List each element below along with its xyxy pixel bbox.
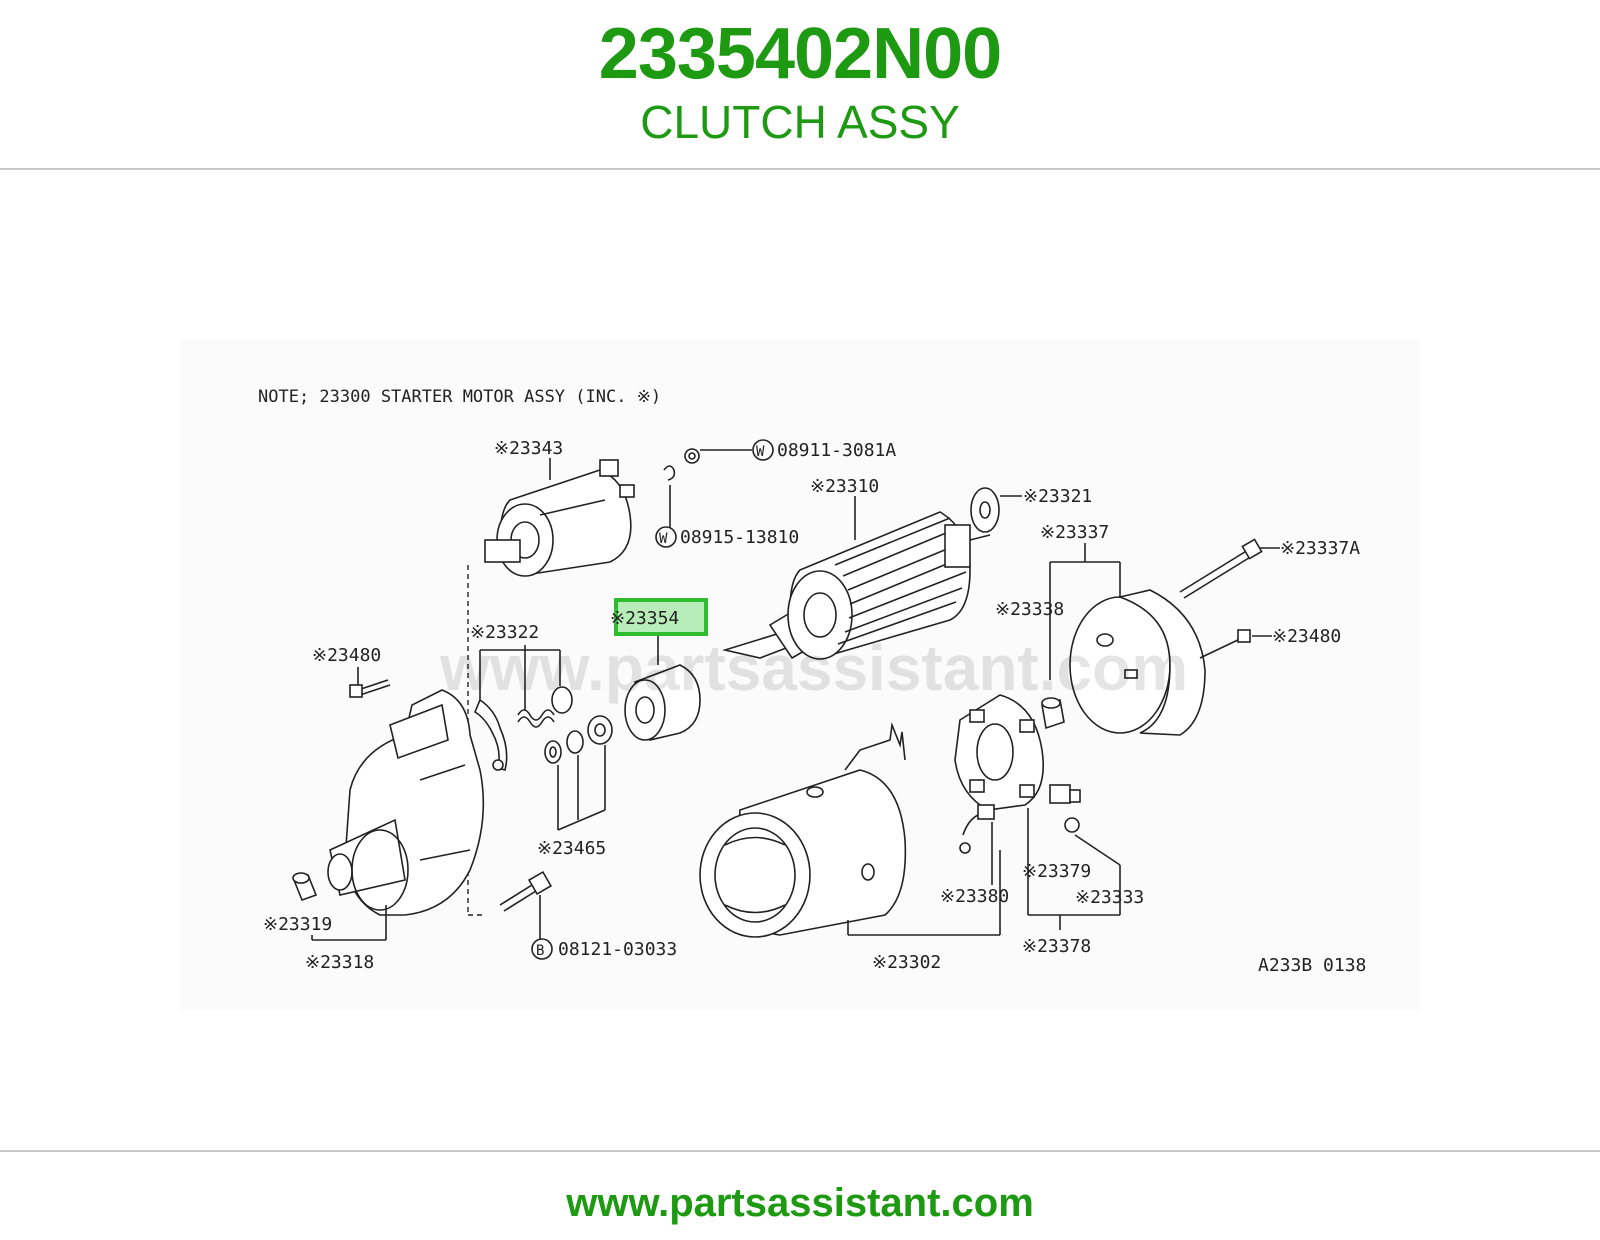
callout-23337a[interactable]: ※23337A	[1280, 538, 1360, 559]
callout-08911[interactable]: 08911-3081A	[777, 440, 896, 461]
washer-b-part[interactable]	[566, 730, 584, 754]
yoke-part[interactable]	[699, 721, 907, 938]
exploded-view-svg: NOTE; 23300 STARTER MOTOR ASSY (INC. ※) …	[258, 387, 1366, 976]
svg-text:B: B	[536, 943, 544, 959]
solenoid-part[interactable]	[484, 459, 635, 577]
clutch-assy-part[interactable]	[624, 664, 701, 741]
front-housing-part[interactable]	[327, 689, 485, 916]
svg-text:W: W	[659, 531, 668, 547]
callout-23333[interactable]: ※23333	[1075, 887, 1144, 908]
plunger-cap-part[interactable]	[551, 686, 573, 714]
callout-23354[interactable]: ※23354	[610, 608, 679, 629]
callout-23380[interactable]: ※23380	[940, 886, 1009, 907]
part-number: 2335402N00	[598, 14, 1002, 94]
callout-23318[interactable]: ※23318	[305, 952, 374, 973]
shift-lever-part[interactable]	[473, 698, 508, 771]
callout-23465[interactable]: ※23465	[537, 838, 606, 859]
through-bolt-part[interactable]	[1179, 538, 1263, 599]
callout-23321[interactable]: ※23321	[1023, 486, 1092, 507]
footer-divider	[0, 1150, 1600, 1152]
watermark-text: www.partsassistant.com	[439, 632, 1188, 704]
figure-code: A233B 0138	[1258, 955, 1366, 976]
callout-23480l[interactable]: ※23480	[312, 645, 381, 666]
armature-part[interactable]	[721, 511, 991, 660]
w-mark-2	[655, 526, 677, 548]
callout-23337[interactable]: ※23337	[1040, 522, 1109, 543]
callout-23480r[interactable]: ※23480	[1272, 626, 1341, 647]
svg-text:W: W	[756, 444, 765, 460]
w-mark-1	[752, 439, 774, 461]
page-header: 2335402N00 CLUTCH ASSY	[0, 0, 1600, 168]
spring-part[interactable]	[517, 709, 555, 728]
callout-23343[interactable]: ※23343	[494, 438, 563, 459]
callout-08915[interactable]: 08915-13810	[680, 527, 799, 548]
callout-23319[interactable]: ※23319	[263, 914, 332, 935]
brush-holder-part[interactable]	[954, 694, 1045, 811]
footer-url-link[interactable]: www.partsassistant.com	[566, 1181, 1034, 1225]
callout-23338[interactable]: ※23338	[995, 599, 1064, 620]
callout-23378[interactable]: ※23378	[1022, 936, 1091, 957]
header-divider	[0, 168, 1600, 170]
e-clip-part[interactable]	[663, 465, 676, 481]
callout-23322[interactable]: ※23322	[470, 622, 539, 643]
leader-23333	[1074, 834, 1121, 866]
diagram-note: NOTE; 23300 STARTER MOTOR ASSY (INC. ※)	[258, 387, 661, 407]
parts-diagram: NOTE; 23300 STARTER MOTOR ASSY (INC. ※) …	[180, 340, 1420, 1010]
bolt-part[interactable]	[499, 870, 553, 912]
callout-23379[interactable]: ※23379	[1022, 861, 1091, 882]
b-mark	[531, 938, 553, 960]
brush-part-23380[interactable]	[959, 804, 995, 854]
callout-08121[interactable]: 08121-03033	[558, 939, 677, 960]
highlight-box-23354[interactable]	[614, 598, 708, 636]
rear-cover-part[interactable]	[1069, 589, 1206, 736]
callout-23310[interactable]: ※23310	[810, 476, 879, 497]
part-name: CLUTCH ASSY	[640, 96, 960, 148]
screw-left-part[interactable]	[349, 679, 391, 698]
screw-right-part[interactable]	[1199, 629, 1251, 659]
callout-23302[interactable]: ※23302	[872, 952, 941, 973]
brush-part-23379[interactable]	[1049, 784, 1081, 833]
